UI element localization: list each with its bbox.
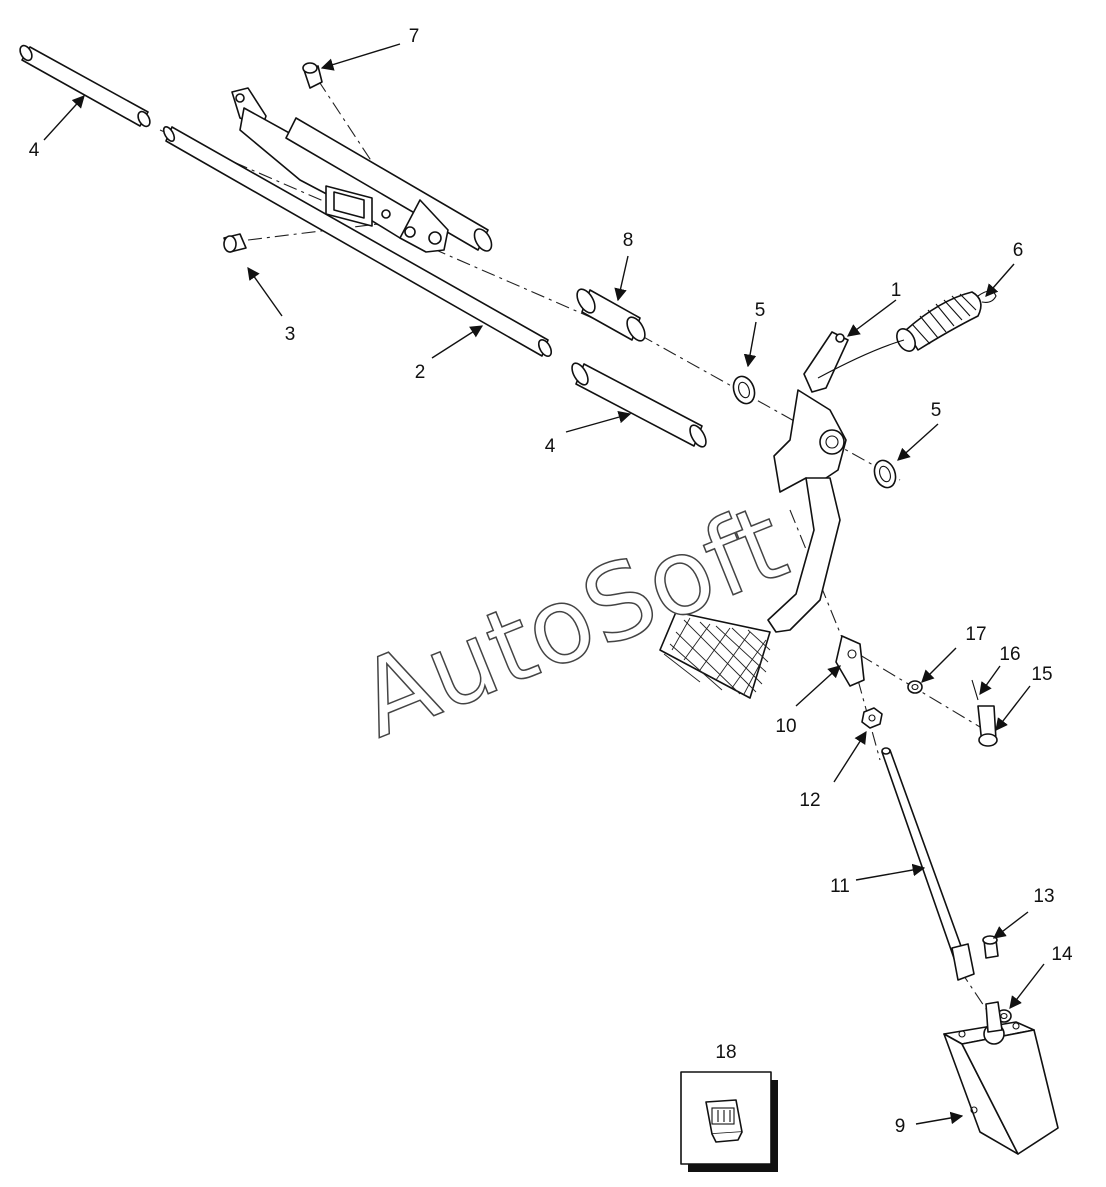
callout-1: 1	[891, 280, 902, 301]
pedal-bracket	[231, 87, 493, 253]
callout-6: 6	[1013, 240, 1024, 261]
bushing-8	[576, 288, 646, 342]
callout-7: 7	[409, 26, 420, 47]
callout-4-lower: 4	[545, 436, 556, 457]
clevis-10	[835, 635, 865, 687]
callout-8: 8	[623, 230, 634, 251]
callout-5-lower: 5	[931, 400, 942, 421]
washer-5-upper	[732, 375, 756, 405]
tube-4-upper	[19, 44, 151, 128]
bolt-13	[982, 935, 999, 959]
callout-13: 13	[1033, 886, 1054, 907]
svg-text:AutoSoft: AutoSoft	[342, 481, 802, 761]
washer-17	[907, 680, 923, 694]
callout-12: 12	[799, 790, 820, 811]
callout-18: 18	[715, 1042, 736, 1063]
callout-14: 14	[1051, 944, 1073, 965]
callout-2: 2	[415, 362, 426, 383]
callout-labels: 1 2 3 4 4 5 5 6 7 8 9 10 11 12 13 14 15 …	[29, 26, 1073, 1137]
bolt-3	[223, 233, 247, 253]
callout-17: 17	[965, 624, 986, 645]
shaft-2	[162, 125, 553, 357]
tube-4-lower	[571, 362, 707, 448]
callout-11: 11	[830, 876, 850, 897]
rod-11	[881, 747, 975, 981]
spring-6	[896, 290, 997, 352]
callout-5-upper: 5	[755, 300, 766, 321]
washer-5-lower	[873, 459, 897, 489]
callout-15: 15	[1031, 664, 1052, 685]
watermark: AutoSoft	[341, 480, 802, 762]
grease-fitting-7	[302, 62, 323, 89]
callout-9: 9	[895, 1116, 906, 1137]
clevis-pin-15	[977, 705, 998, 747]
callout-4-upper: 4	[29, 140, 40, 161]
pedal-sensor-9	[943, 1001, 1059, 1155]
callout-10: 10	[775, 716, 796, 737]
connector-inset-18	[680, 1071, 778, 1172]
callout-16: 16	[999, 644, 1020, 665]
lever-1	[803, 331, 905, 393]
nut-12	[861, 707, 883, 729]
cotter-pin-16	[971, 679, 979, 701]
callout-3: 3	[285, 324, 296, 345]
pedal-pad	[659, 611, 771, 699]
callout-leaders	[43, 43, 1045, 1125]
pedal-arm	[767, 389, 847, 633]
